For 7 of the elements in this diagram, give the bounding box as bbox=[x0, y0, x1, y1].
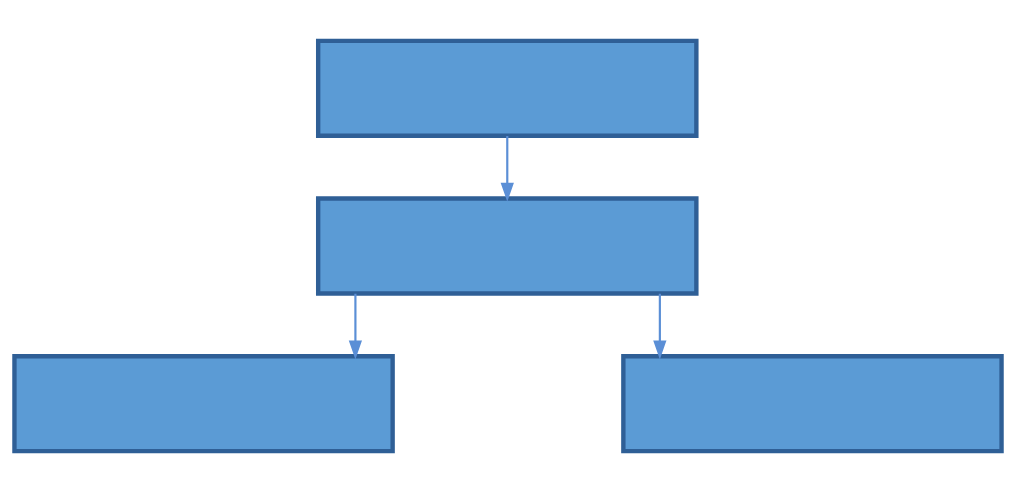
node-box bbox=[621, 353, 1004, 453]
node-box bbox=[316, 195, 699, 296]
arrow bbox=[500, 135, 514, 202]
node-box bbox=[316, 38, 699, 138]
arrow bbox=[348, 293, 363, 359]
arrow bbox=[653, 293, 667, 359]
node-box bbox=[12, 353, 395, 453]
